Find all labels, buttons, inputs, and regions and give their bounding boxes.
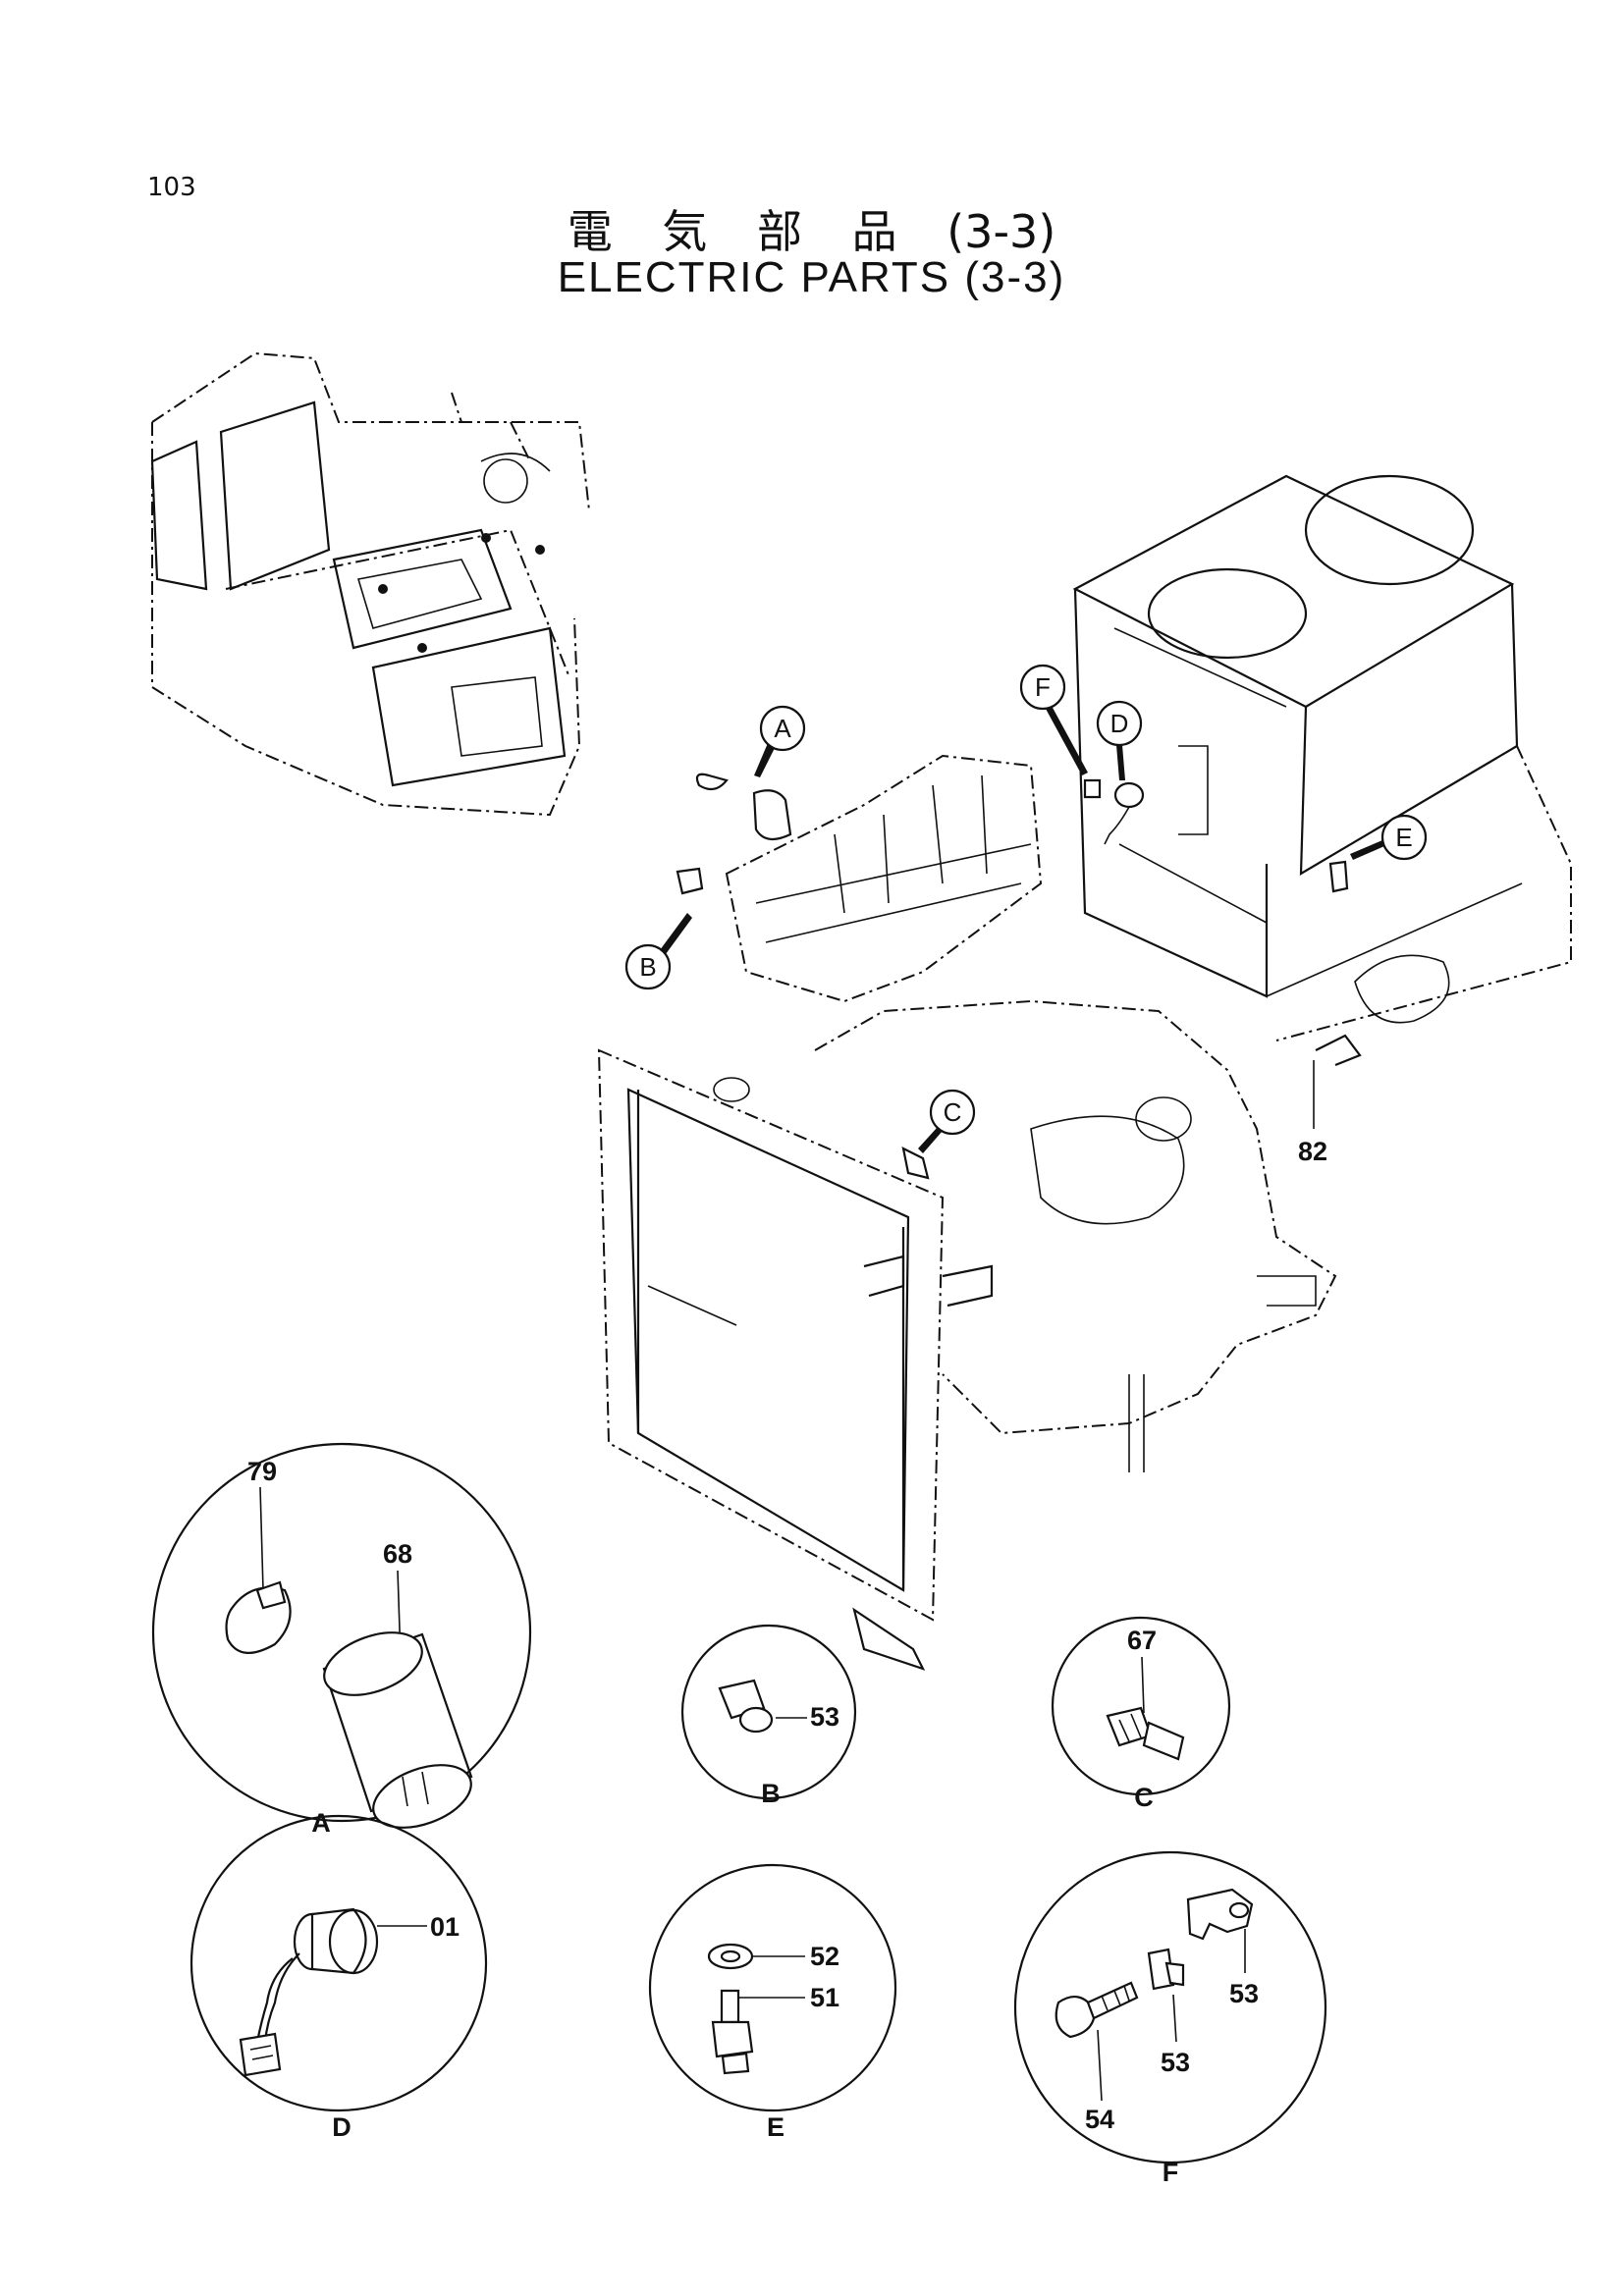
detail-view-b: 53 B — [680, 1624, 857, 1808]
callout-e: E — [1328, 814, 1428, 893]
callout-c-letter: C — [944, 1097, 962, 1127]
part-label-79: 79 — [247, 1457, 277, 1486]
part-label-68: 68 — [383, 1539, 412, 1569]
engine-drawing — [814, 999, 1337, 1472]
callout-b: B — [624, 867, 704, 990]
title-jp-text: 電 気 部 品 — [567, 205, 915, 258]
title-jp-suffix: (3-3) — [947, 205, 1056, 258]
part-82-main: 82 — [1298, 1034, 1362, 1166]
part-label-54: 54 — [1085, 2105, 1114, 2134]
page-number: 103 — [147, 173, 196, 202]
page-title-japanese: 電 気 部 品 (3-3) — [0, 196, 1623, 261]
machine-outline-drawing — [150, 351, 590, 817]
detail-e-label: E — [767, 2112, 784, 2142]
part-label-52: 52 — [810, 1942, 839, 1971]
radiator-drawing — [597, 1048, 994, 1671]
callout-a-letter: A — [774, 714, 791, 743]
detail-a-label: A — [311, 1808, 331, 1838]
callout-b-letter: B — [639, 952, 656, 982]
part-label-53-b: 53 — [810, 1702, 839, 1732]
part-label-01: 01 — [430, 1912, 460, 1942]
page-title-english: ELECTRIC PARTS (3-3) — [557, 253, 1066, 301]
callout-d-letter: D — [1110, 709, 1129, 738]
detail-view-a: 79 68 A — [151, 1442, 532, 1838]
part-label-51: 51 — [810, 1983, 839, 2012]
part-label-67: 67 — [1127, 1626, 1157, 1655]
callout-f: F — [1019, 664, 1102, 799]
detail-b-label: B — [761, 1779, 781, 1808]
label-82: 82 — [1298, 1137, 1327, 1166]
part-label-53-f-right: 53 — [1229, 1979, 1259, 2008]
detail-d-label: D — [332, 2112, 352, 2142]
part-label-53-f-middle: 53 — [1161, 2048, 1190, 2077]
detail-view-d: 01 D — [189, 1814, 488, 2142]
callout-c: C — [901, 1089, 976, 1180]
callout-d: D — [1096, 700, 1145, 845]
detail-f-label: F — [1163, 2158, 1179, 2187]
callout-a: A — [695, 705, 806, 841]
detail-view-c: 67 C — [1051, 1616, 1231, 1812]
detail-view-e: 52 51 E — [648, 1863, 897, 2142]
control-valve-drawing — [725, 754, 1043, 1003]
callout-f-letter: F — [1035, 672, 1051, 702]
callout-e-letter: E — [1395, 823, 1412, 852]
detail-c-label: C — [1134, 1783, 1154, 1812]
tank-assembly-drawing — [1072, 474, 1572, 1041]
detail-view-f: 53 53 54 F — [1013, 1850, 1327, 2187]
